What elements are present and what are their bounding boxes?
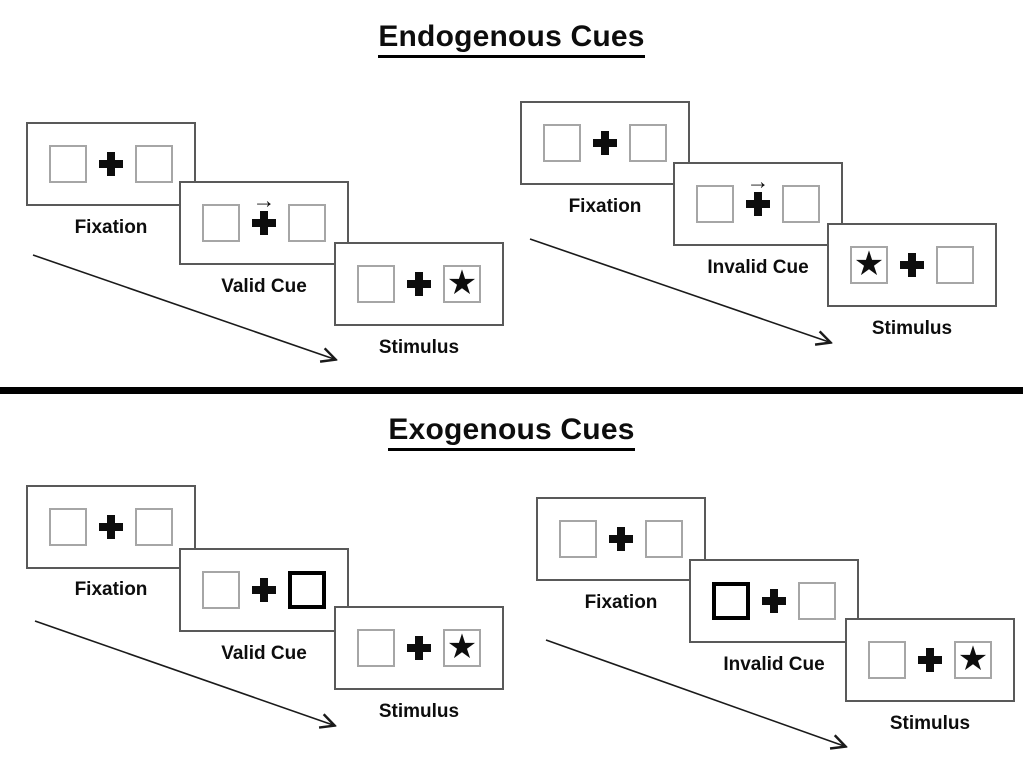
left-box [357, 629, 395, 667]
right-box [288, 204, 326, 242]
step-label: Fixation [568, 196, 642, 217]
step-label: Fixation [74, 217, 148, 238]
cue-panel: → [179, 181, 349, 265]
fixation-panel [536, 497, 706, 581]
stimulus-panel: ★ [845, 618, 1015, 702]
fixation-cross-icon [99, 515, 123, 539]
left-box [559, 520, 597, 558]
star-icon: ★ [957, 640, 989, 678]
left-box [49, 145, 87, 183]
timeline-arrow [545, 639, 844, 746]
cue-panel [689, 559, 859, 643]
right-box [798, 582, 836, 620]
right-box [645, 520, 683, 558]
section-title-row: Endogenous Cues [0, 20, 1023, 58]
right-box [629, 124, 667, 162]
left-box [357, 265, 395, 303]
fixation-panel [26, 122, 196, 206]
fixation-cross-icon [762, 589, 786, 613]
section-divider [0, 387, 1023, 394]
step-label: Stimulus [871, 318, 953, 339]
cue-arrow-icon: → [252, 187, 276, 213]
step-label: Fixation [584, 592, 658, 613]
step-label: Stimulus [889, 713, 971, 734]
left-box [868, 641, 906, 679]
timeline-arrow [32, 254, 334, 359]
section-title-exogenous: Exogenous Cues [388, 413, 635, 451]
right-box: ★ [443, 265, 481, 303]
left-box [202, 204, 240, 242]
right-box [135, 145, 173, 183]
fixation-cross-icon [918, 648, 942, 672]
step-label: Stimulus [378, 337, 460, 358]
timeline-arrow [529, 238, 829, 342]
left-box: ★ [850, 246, 888, 284]
right-box: ★ [443, 629, 481, 667]
right-box [135, 508, 173, 546]
stimulus-panel: ★ [334, 242, 504, 326]
star-icon: ★ [446, 264, 478, 302]
star-icon: ★ [446, 628, 478, 666]
step-label: Valid Cue [221, 276, 307, 297]
fixation-cross-icon [593, 131, 617, 155]
right-box [936, 246, 974, 284]
timeline-arrow [34, 620, 333, 725]
right-box: ★ [954, 641, 992, 679]
cued-box [712, 582, 750, 620]
left-box [49, 508, 87, 546]
step-label: Invalid Cue [723, 654, 825, 675]
step-label: Invalid Cue [707, 257, 809, 278]
cue-panel: → [673, 162, 843, 246]
fixation-cross-icon [746, 192, 770, 216]
fixation-cross-icon [900, 253, 924, 277]
stimulus-panel: ★ [334, 606, 504, 690]
left-box [202, 571, 240, 609]
cued-box [288, 571, 326, 609]
fixation-cross-icon [407, 272, 431, 296]
fixation-cross-icon [252, 578, 276, 602]
fixation-panel [520, 101, 690, 185]
left-box [543, 124, 581, 162]
section-title-endogenous: Endogenous Cues [378, 20, 645, 58]
cue-panel [179, 548, 349, 632]
fixation-cross-icon [252, 211, 276, 235]
fixation-cross-icon [99, 152, 123, 176]
star-icon: ★ [853, 245, 885, 283]
fixation-panel [26, 485, 196, 569]
fixation-cross-icon [407, 636, 431, 660]
left-box [696, 185, 734, 223]
right-box [782, 185, 820, 223]
cue-arrow-icon: → [746, 168, 770, 194]
section-title-row: Exogenous Cues [0, 413, 1023, 451]
fixation-cross-icon [609, 527, 633, 551]
step-label: Fixation [74, 579, 148, 600]
stimulus-panel: ★ [827, 223, 997, 307]
step-label: Stimulus [378, 701, 460, 722]
step-label: Valid Cue [221, 643, 307, 664]
